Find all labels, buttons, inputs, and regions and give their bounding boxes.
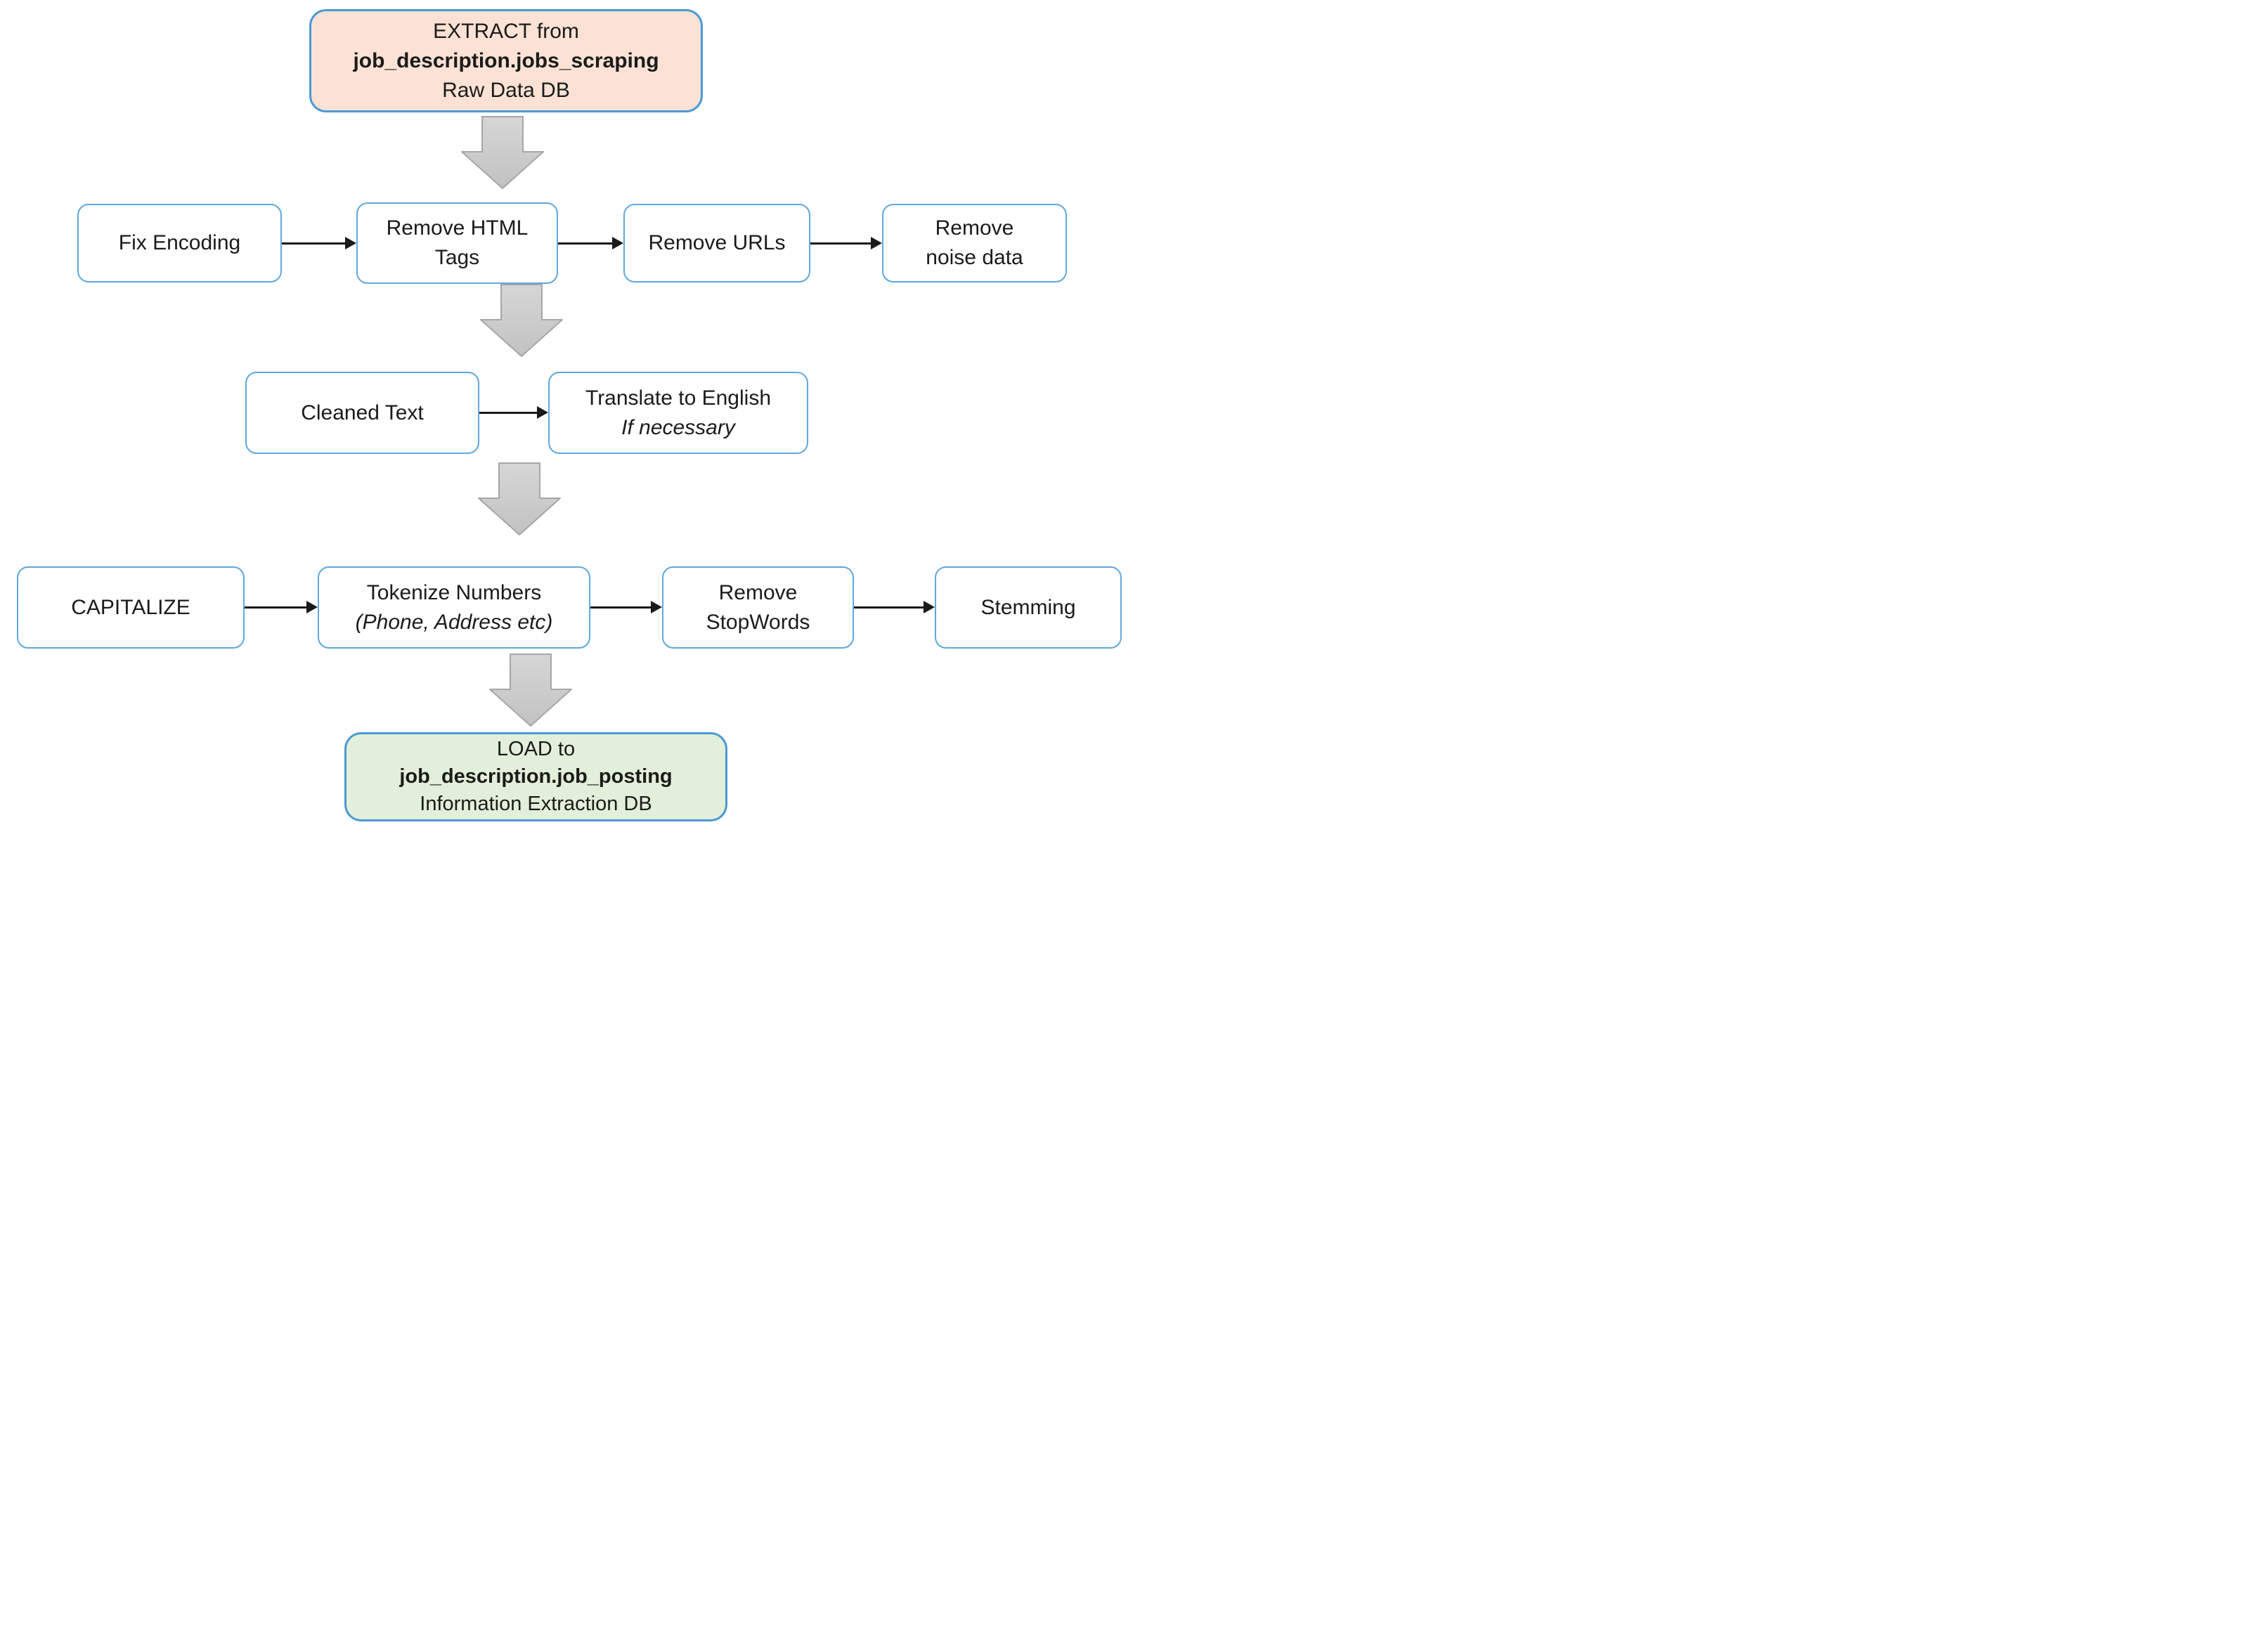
node-remove-stopwords: Remove StopWords bbox=[662, 566, 854, 649]
arrow-shaft bbox=[479, 411, 539, 414]
translate-line-2: If necessary bbox=[621, 415, 735, 439]
remove-html-tags-line-2: Tags bbox=[434, 246, 480, 269]
node-capitalize: CAPITALIZE bbox=[17, 566, 245, 649]
node-remove-urls: Remove URLs bbox=[623, 204, 810, 282]
arrow-shaft bbox=[810, 242, 873, 245]
node-remove-html-tags: Remove HTML Tags bbox=[356, 202, 558, 284]
right-arrow-7 bbox=[854, 600, 935, 614]
remove-urls-label: Remove URLs bbox=[648, 231, 786, 254]
extract-source-line-1: EXTRACT from bbox=[433, 19, 579, 43]
right-arrow-1 bbox=[282, 236, 356, 250]
right-arrow-2 bbox=[558, 236, 623, 250]
stemming-label: Stemming bbox=[980, 595, 1076, 619]
arrow-head-icon bbox=[612, 237, 623, 249]
arrow-head-icon bbox=[924, 601, 935, 613]
remove-noise-line-1: Remove bbox=[935, 216, 1014, 240]
arrow-shaft bbox=[282, 242, 347, 245]
remove-html-tags-line-1: Remove HTML bbox=[386, 216, 529, 240]
node-remove-noise-data: Remove noise data bbox=[882, 204, 1067, 282]
remove-noise-line-2: noise data bbox=[926, 246, 1023, 269]
arrow-head-icon bbox=[345, 237, 356, 249]
tokenize-line-1: Tokenize Numbers bbox=[366, 580, 542, 604]
node-stemming: Stemming bbox=[935, 566, 1122, 649]
down-block-arrow-1 bbox=[461, 116, 544, 189]
arrow-shaft bbox=[245, 606, 309, 609]
node-extract-source: EXTRACT from job_description.jobs_scrapi… bbox=[309, 9, 703, 112]
arrow-head-icon bbox=[537, 406, 548, 419]
load-target-line-1: LOAD to bbox=[496, 738, 576, 760]
down-block-arrow-3 bbox=[478, 462, 561, 535]
extract-source-db-name: Raw Data DB bbox=[442, 78, 570, 102]
node-fix-encoding: Fix Encoding bbox=[77, 204, 282, 282]
load-target-table-name: job_description.job_posting bbox=[399, 765, 673, 788]
right-arrow-6 bbox=[590, 600, 662, 614]
arrow-head-icon bbox=[871, 237, 882, 249]
capitalize-label: CAPITALIZE bbox=[71, 595, 190, 619]
cleaned-text-label: Cleaned Text bbox=[301, 401, 424, 424]
remove-stopwords-line-2: StopWords bbox=[706, 610, 810, 634]
down-block-arrow-4 bbox=[489, 653, 572, 727]
tokenize-line-2: (Phone, Address etc) bbox=[355, 610, 553, 634]
right-arrow-3 bbox=[810, 236, 882, 250]
remove-stopwords-line-1: Remove bbox=[718, 580, 798, 604]
arrow-shaft bbox=[558, 242, 614, 245]
arrow-shaft bbox=[590, 606, 653, 609]
node-translate-to-english: Translate to English If necessary bbox=[548, 372, 808, 454]
arrow-head-icon bbox=[306, 601, 318, 613]
down-block-arrow-2 bbox=[480, 284, 563, 357]
node-cleaned-text: Cleaned Text bbox=[245, 372, 479, 454]
extract-source-table-name: job_description.jobs_scraping bbox=[353, 48, 659, 72]
flowchart-canvas: EXTRACT from job_description.jobs_scrapi… bbox=[0, 0, 1131, 826]
arrow-head-icon bbox=[651, 601, 662, 613]
load-target-db-name: Information Extraction DB bbox=[420, 793, 652, 815]
right-arrow-5 bbox=[245, 600, 318, 614]
node-tokenize-numbers: Tokenize Numbers (Phone, Address etc) bbox=[318, 566, 590, 649]
node-load-target: LOAD to job_description.job_posting Info… bbox=[344, 732, 727, 821]
right-arrow-4 bbox=[479, 405, 548, 419]
arrow-shaft bbox=[854, 606, 926, 609]
translate-line-1: Translate to English bbox=[585, 386, 772, 410]
fix-encoding-label: Fix Encoding bbox=[118, 231, 241, 254]
